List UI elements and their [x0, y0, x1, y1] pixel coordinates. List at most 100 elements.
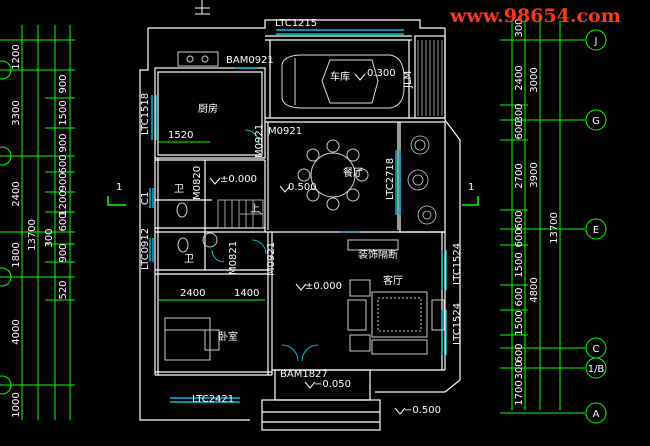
level-outside: −0.500 — [404, 405, 441, 416]
code-ltc2421: LTC2421 — [192, 394, 234, 405]
bathroom-fixtures — [176, 202, 218, 253]
code-ltc1518: LTC1518 — [140, 93, 151, 135]
label-bath-2: 卫 — [184, 254, 194, 265]
right-inner-600d: 600 — [514, 287, 525, 306]
level-living: ±0.000 — [305, 281, 342, 292]
right-inner-2700: 2700 — [514, 163, 525, 188]
code-m0921-a: M0921 — [254, 124, 265, 158]
level-dining: 0.500 — [288, 182, 317, 193]
left-inner-900b: 900 — [58, 133, 69, 152]
stair-up-label: 上 — [250, 203, 260, 215]
right-inner-1500a: 1500 — [514, 252, 525, 277]
left-dimension-text: 1200 3300 2400 1800 4000 1000 13700 900 … — [11, 44, 69, 417]
left-inner-900a: 900 — [58, 74, 69, 93]
left-dimension-lines — [0, 25, 75, 420]
label-decor: 装饰隔断 — [358, 248, 398, 261]
garden-plants — [407, 135, 437, 225]
level-garage: 0.300 — [367, 68, 396, 79]
label-dining: 餐厅 — [343, 166, 363, 179]
room-labels: 车库 厨房 餐厅 客厅 卧室 卫 卫 装饰隔断 — [174, 70, 403, 343]
section-mark-left: 1 — [116, 182, 122, 193]
left-dim-1200: 1200 — [11, 44, 22, 69]
level-marks: 0.300 ±0.000 0.500 ±0.000 −0.050 −0.500 — [209, 68, 441, 416]
right-inner-300b: 300 — [514, 103, 525, 122]
right-total-13700: 13700 — [549, 212, 560, 244]
right-inner-600b: 600 — [514, 210, 525, 229]
top-symbol — [195, 0, 210, 15]
left-dim-1800: 1800 — [11, 242, 22, 267]
right-inner-300c: 300 — [514, 360, 525, 379]
axis-j: J — [594, 36, 598, 47]
code-ltc1524-a: LTC1524 — [452, 243, 463, 285]
left-dim-1000: 1000 — [11, 392, 22, 417]
opening-codes: LTC1215 BAM0921 LTC1518 M0921 M0921 M082… — [140, 18, 463, 405]
section-marks — [107, 196, 479, 206]
left-inner-520: 520 — [58, 280, 69, 299]
left-total-13700: 13700 — [27, 219, 38, 251]
left-inner-300: 300 — [44, 228, 55, 247]
code-c1: C1 — [140, 192, 151, 205]
left-dim-2400: 2400 — [11, 181, 22, 206]
left-axis-circles — [0, 60, 12, 395]
stair — [217, 199, 264, 229]
living-sofa-set — [347, 239, 445, 355]
watermark-text: www.98654.com — [449, 5, 621, 27]
left-inner-600b: 600 — [58, 212, 69, 231]
left-inner-600a: 600 — [58, 154, 69, 173]
right-inner-2400: 2400 — [514, 65, 525, 90]
door-swings — [211, 129, 360, 362]
right-axis-markers: J G E C 1/B A — [585, 29, 607, 424]
left-inner-900d: 900 — [58, 243, 69, 262]
right-inner-1700: 1700 — [514, 380, 525, 405]
garage-door-hatch — [417, 40, 443, 116]
level-entry: −0.050 — [314, 379, 351, 390]
axis-g: G — [592, 116, 600, 127]
code-jlm: JLM — [403, 71, 414, 89]
label-bath-1: 卫 — [174, 184, 184, 195]
code-ltc1215: LTC1215 — [275, 18, 317, 29]
windows — [149, 29, 447, 403]
label-bedroom: 卧室 — [218, 330, 238, 343]
code-ltc2718: LTC2718 — [385, 158, 396, 200]
right-dimension-text: 300 2400 300 600 2700 600 600 1500 600 1… — [514, 18, 560, 405]
code-m0820: M0820 — [192, 166, 203, 200]
right-outer-3900: 3900 — [529, 162, 540, 187]
axis-1b: 1/B — [588, 364, 605, 375]
walls — [139, 19, 461, 431]
right-outer-4800: 4800 — [529, 277, 540, 302]
right-inner-300a: 300 — [514, 18, 525, 37]
code-bam0921: BAM0921 — [226, 55, 274, 66]
right-inner-1500b: 1500 — [514, 310, 525, 335]
interior-dims: 1520 2400 1400 — [158, 130, 265, 301]
code-m0821: M0821 — [228, 241, 239, 275]
axis-e: E — [593, 225, 599, 236]
section-mark-right: 1 — [468, 182, 474, 193]
label-garage: 车库 — [330, 70, 350, 83]
axis-c: C — [593, 344, 600, 355]
right-dimension-lines — [500, 20, 585, 414]
dim-bed-2400: 2400 — [180, 288, 205, 299]
bedroom-bed — [164, 317, 220, 361]
left-inner-1500: 1500 — [58, 100, 69, 125]
left-inner-900c: 900 — [58, 172, 69, 191]
label-kitchen: 厨房 — [198, 102, 218, 115]
code-bam1827: BAM1827 — [280, 369, 328, 380]
axis-a: A — [593, 409, 600, 420]
code-ltc1524-b: LTC1524 — [452, 303, 463, 345]
car-symbol — [281, 54, 405, 109]
code-ltc0912: LTC0912 — [140, 228, 151, 270]
level-stair-hall: ±0.000 — [220, 174, 257, 185]
left-inner-1200: 1200 — [58, 190, 69, 215]
kitchen-fixtures — [177, 51, 219, 67]
left-dim-3300: 3300 — [11, 100, 22, 125]
right-inner-600e: 600 — [514, 343, 525, 362]
right-inner-600c: 600 — [514, 228, 525, 247]
right-outer-3000: 3000 — [529, 67, 540, 92]
code-m0921-b: M0921 — [266, 242, 277, 276]
dining-table — [297, 139, 369, 211]
left-dim-4000: 4000 — [11, 319, 22, 344]
right-inner-600a: 600 — [514, 120, 525, 139]
dim-bed-1400: 1400 — [234, 288, 259, 299]
